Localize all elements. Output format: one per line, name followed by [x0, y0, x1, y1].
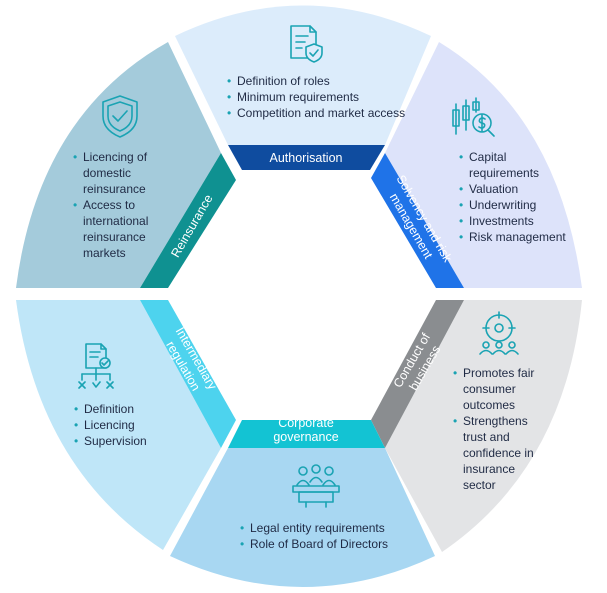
- list-item: Licencing of domestic reinsurance: [73, 149, 169, 197]
- bullets-reinsurance: Licencing of domestic reinsuranceAccess …: [73, 149, 169, 261]
- banner-intermediary: [140, 300, 236, 448]
- list-item: Minimum requirements: [227, 89, 417, 105]
- list-item: Underwriting: [459, 197, 569, 213]
- banner-solvency: [371, 153, 464, 288]
- label-authorisation: Authorisation: [270, 151, 343, 165]
- list-item: Competition and market access: [227, 105, 417, 121]
- svg-text:governance: governance: [273, 430, 338, 444]
- svg-text:Corporate: Corporate: [278, 416, 334, 430]
- label-governance: Corporate governance: [273, 416, 338, 444]
- list-item: Promotes fair consumer outcomes: [453, 365, 549, 413]
- list-item: Valuation: [459, 181, 569, 197]
- list-item: Access to international reinsurance mark…: [73, 197, 169, 261]
- list-item: Capital requirements: [459, 149, 569, 181]
- bullets-intermediary: DefinitionLicencingSupervision: [74, 401, 184, 449]
- shield-check-icon: [102, 95, 138, 138]
- segment-governance: [170, 448, 435, 587]
- list-item: Definition of roles: [227, 73, 417, 89]
- bullets-solvency: Capital requirementsValuationUnderwritin…: [459, 149, 569, 245]
- list-item: Licencing: [74, 417, 184, 433]
- people-target-icon: [479, 311, 519, 355]
- banner-authorisation: [228, 145, 385, 170]
- candlestick-dollar-icon: [452, 97, 495, 137]
- banner-governance: [228, 420, 385, 448]
- list-item: Risk management: [459, 229, 569, 245]
- bullets-governance: Legal entity requirementsRole of Board o…: [240, 520, 420, 552]
- list-item: Definition: [74, 401, 184, 417]
- list-item: Legal entity requirements: [240, 520, 420, 536]
- banner-conduct: [371, 300, 464, 448]
- bullets-authorisation: Definition of rolesMinimum requirementsC…: [227, 73, 417, 121]
- list-item: Investments: [459, 213, 569, 229]
- list-item: Supervision: [74, 433, 184, 449]
- bullets-conduct: Promotes fair consumer outcomesStrengthe…: [453, 365, 549, 493]
- list-item: Role of Board of Directors: [240, 536, 420, 552]
- document-hierarchy-icon: [78, 343, 114, 389]
- document-shield-icon: [290, 25, 323, 63]
- list-item: Strengthens trust and confidence in insu…: [453, 413, 549, 493]
- boardroom-icon: [292, 464, 340, 508]
